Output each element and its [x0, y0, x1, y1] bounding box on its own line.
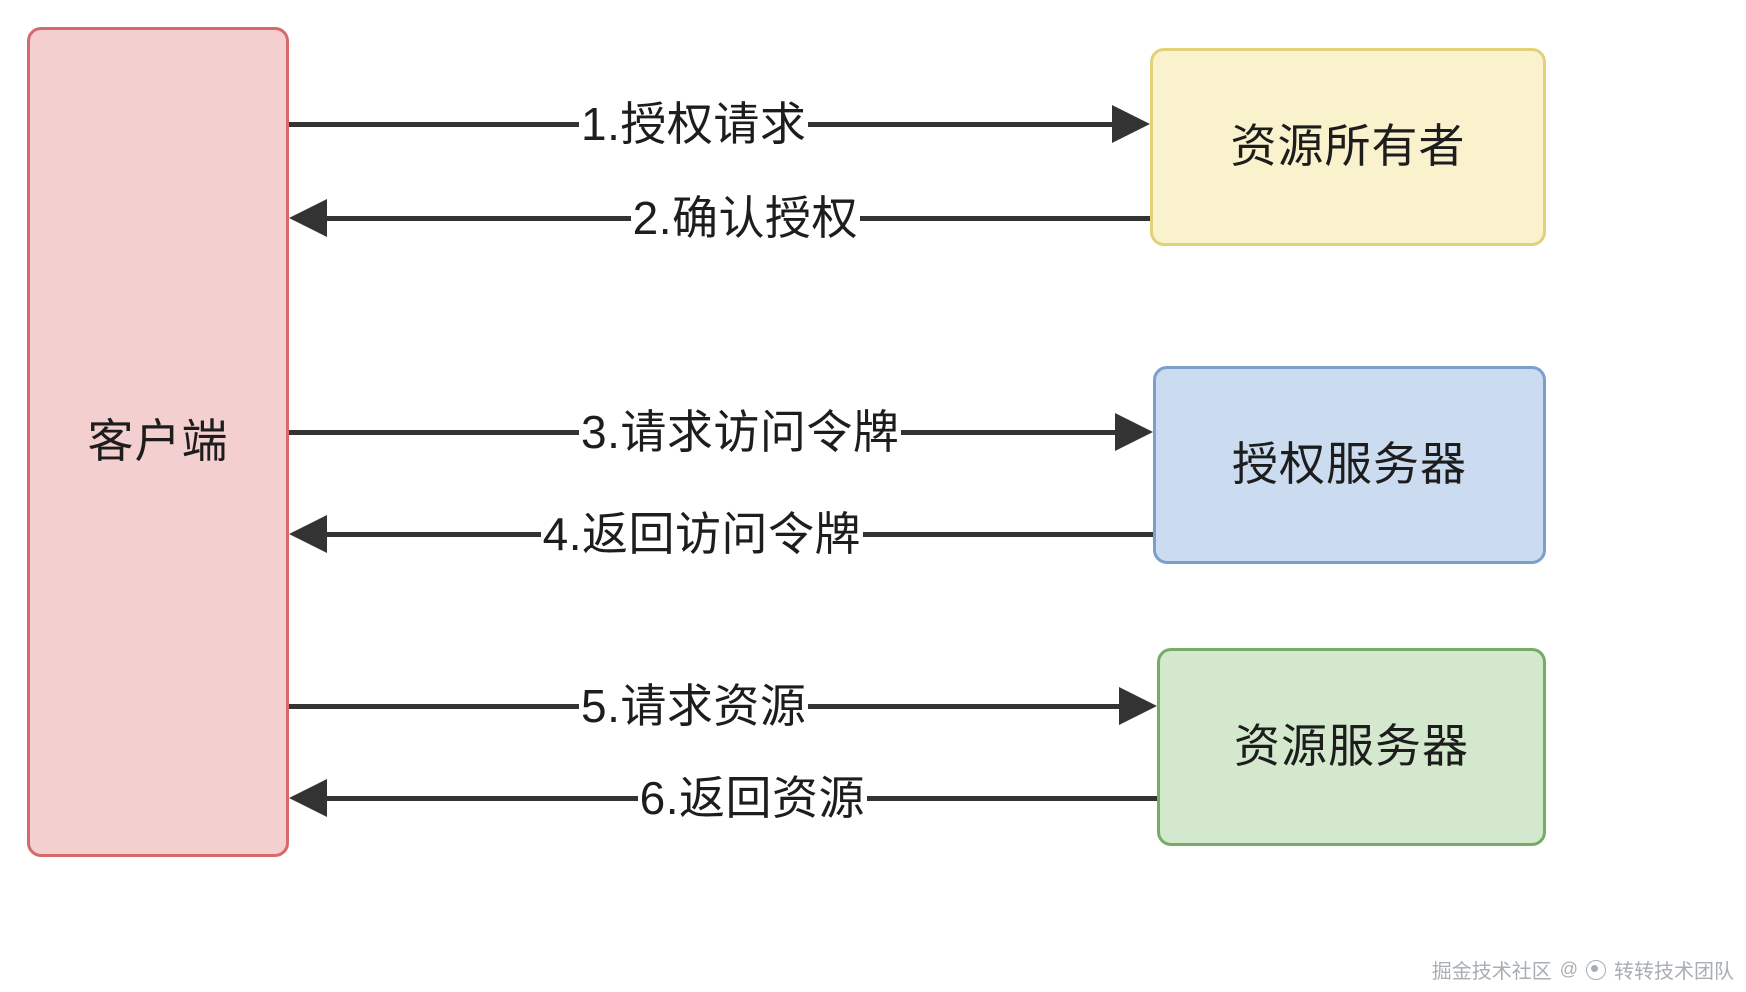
watermark-separator: @ [1559, 959, 1578, 979]
watermark-community: 掘金技术社区 [1431, 961, 1552, 983]
watermark: 掘金技术社区 @ 转转技术团队 [1432, 955, 1734, 984]
edge-step-3-label: 3.请求访问令牌 [581, 406, 900, 458]
edge-step-6: 6.返回资源 [289, 768, 1157, 828]
node-resource-server[interactable]: 资源服务器 [1157, 648, 1546, 846]
edge-step-6-line-left [327, 795, 638, 801]
watermark-team: 转转技术团队 [1614, 961, 1734, 983]
arrow-left-icon [289, 779, 327, 817]
node-resource-owner-label: 资源所有者 [1230, 120, 1466, 173]
arrow-left-icon [289, 199, 327, 237]
edge-step-1-line-right [808, 121, 1112, 127]
edge-step-4: 4.返回访问令牌 [289, 504, 1153, 564]
edge-step-6-label: 6.返回资源 [639, 772, 865, 824]
edge-step-5-label: 5.请求资源 [581, 680, 807, 732]
arrow-right-icon [1115, 413, 1153, 451]
edge-step-5-line-left [289, 703, 579, 709]
edge-step-2-line-left [327, 215, 631, 221]
edge-step-1-line-left [289, 121, 579, 127]
edge-step-4-line-right [863, 531, 1153, 537]
node-resource-owner[interactable]: 资源所有者 [1150, 48, 1546, 246]
arrow-right-icon [1112, 105, 1150, 143]
edge-step-3-line-left [289, 429, 579, 435]
edge-step-1-label: 1.授权请求 [581, 98, 807, 150]
watermark-logo-icon [1586, 959, 1606, 980]
edge-step-1: 1.授权请求 [289, 94, 1150, 154]
node-client-label: 客户端 [87, 415, 229, 468]
edge-step-6-line-right [867, 795, 1157, 801]
node-authorization-server-label: 授权服务器 [1232, 438, 1467, 491]
edge-step-5-line-right [808, 703, 1119, 709]
edge-step-4-label: 4.返回访问令牌 [542, 508, 861, 560]
edge-step-4-line-left [327, 531, 541, 537]
arrow-left-icon [289, 515, 327, 553]
node-resource-server-label: 资源服务器 [1234, 720, 1469, 773]
edge-step-3-line-right [901, 429, 1115, 435]
node-authorization-server[interactable]: 授权服务器 [1153, 366, 1546, 564]
edge-step-2-line-right [860, 215, 1150, 221]
edge-step-5: 5.请求资源 [289, 676, 1157, 736]
edge-step-3: 3.请求访问令牌 [289, 402, 1153, 462]
edge-step-2: 2.确认授权 [289, 188, 1150, 248]
arrow-right-icon [1119, 687, 1157, 725]
edge-step-2-label: 2.确认授权 [632, 192, 858, 244]
node-client[interactable]: 客户端 [27, 27, 289, 857]
